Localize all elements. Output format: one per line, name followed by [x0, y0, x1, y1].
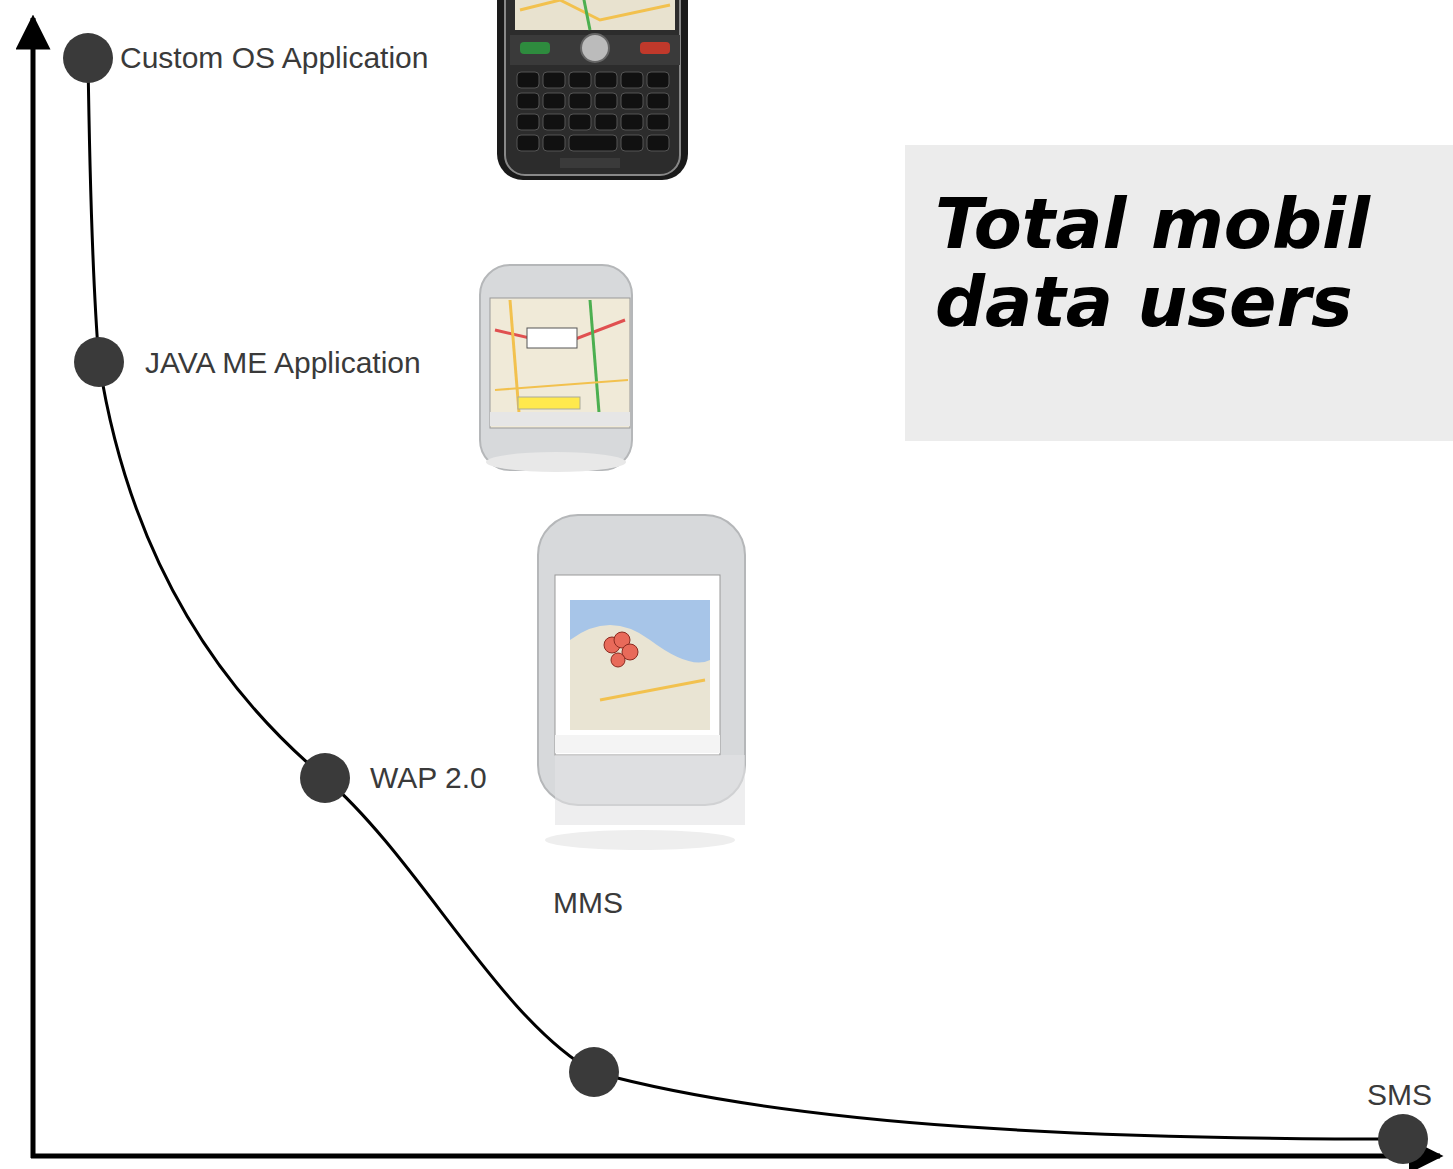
curve-points	[63, 33, 1428, 1164]
panel-heading: Total mobil data users	[935, 185, 1405, 342]
highlight-panel: Total mobil data users	[905, 145, 1453, 441]
feature-phone-picture	[538, 515, 745, 850]
point-label: SMS	[1367, 1080, 1432, 1110]
curve-dot	[300, 753, 350, 803]
curve-dot	[569, 1047, 619, 1097]
feature-phone-picture	[480, 265, 632, 472]
y-axis	[31, 18, 36, 1158]
point-label: MMS	[553, 888, 623, 918]
x-axis	[31, 1154, 1440, 1159]
point-label: JAVA ME Application	[145, 348, 421, 378]
curve-dot	[1378, 1114, 1428, 1164]
smartphone-picture	[497, 0, 688, 180]
curve-dot	[63, 33, 113, 83]
point-label: WAP 2.0	[370, 763, 487, 793]
curve-dot	[74, 337, 124, 387]
point-label: Custom OS Application	[120, 43, 428, 73]
